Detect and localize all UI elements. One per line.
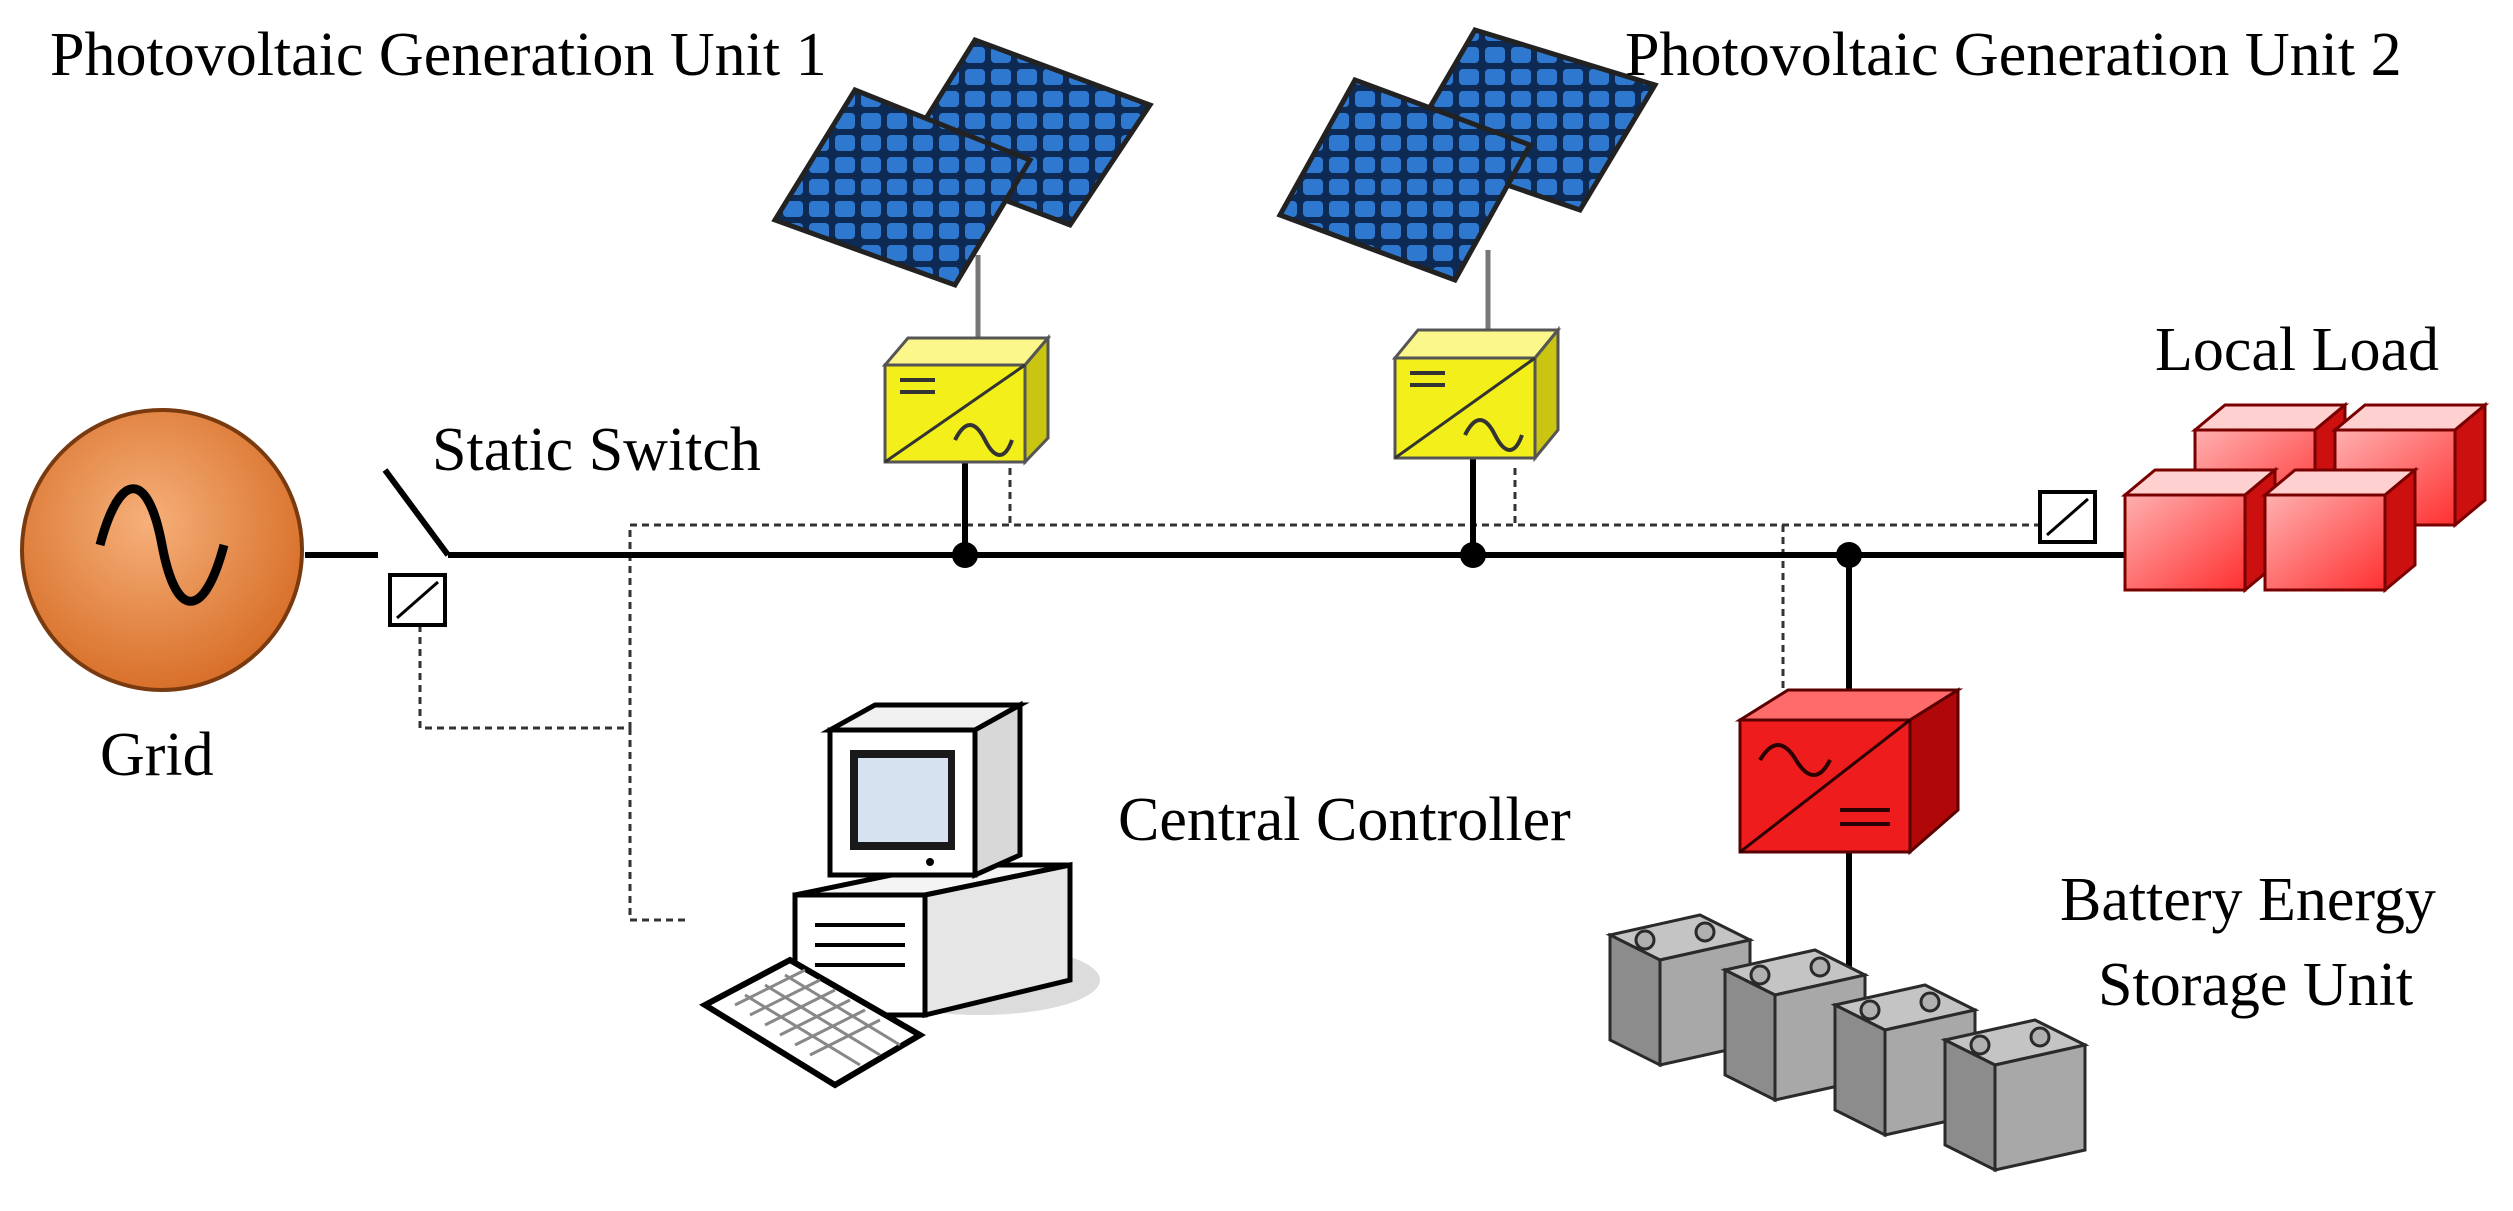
battery-converter-icon (1734, 687, 1964, 856)
pv2-label: Photovoltaic Generation Unit 2 (1625, 21, 2402, 89)
pv-unit-2 (1276, 27, 1659, 463)
bus-junctions (952, 542, 1862, 568)
local-load-icon (2123, 403, 2487, 592)
pv-unit-1 (771, 36, 1154, 466)
inverter-icon (1391, 325, 1562, 463)
pv1-label: Photovoltaic Generation Unit 1 (50, 21, 827, 89)
central-controller-label: Central Controller (1118, 786, 1571, 854)
battery-label-line-1: Battery Energy (2060, 866, 2436, 934)
grid-source-icon (20, 408, 304, 692)
static-switch-sensor-icon (388, 573, 447, 627)
battery-icon (1943, 1018, 2087, 1172)
load-sensor-icon (2038, 490, 2097, 544)
battery-label-line-2: Storage Unit (2098, 951, 2413, 1019)
solar-panel-icon (1276, 27, 1659, 284)
central-controller-computer-icon (698, 700, 1100, 1089)
solar-panel-icon (771, 36, 1154, 289)
static-switch-label: Static Switch (432, 416, 761, 484)
inverter-icon (881, 333, 1052, 466)
grid-label: Grid (100, 721, 214, 789)
local-load-label: Local Load (2155, 316, 2439, 384)
